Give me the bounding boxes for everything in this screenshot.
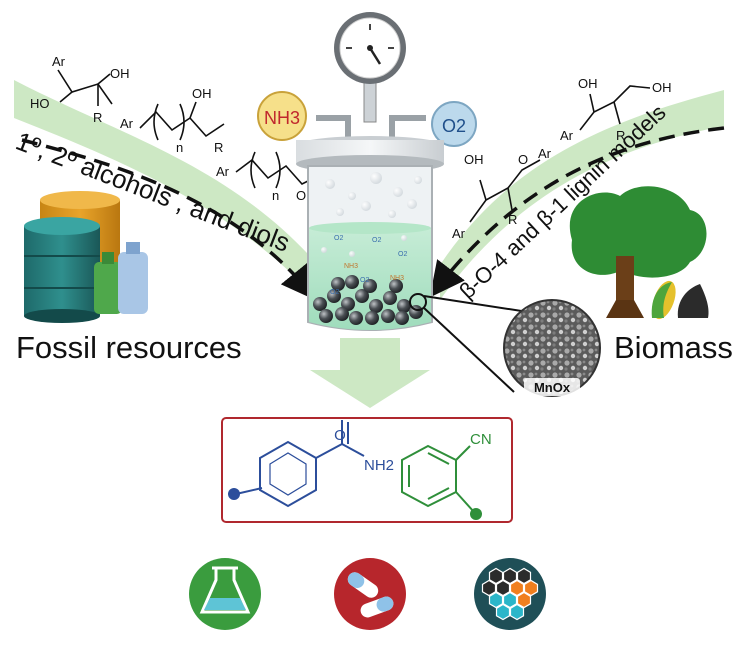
svg-text:n: n — [272, 188, 279, 203]
svg-text:Ar: Ar — [560, 128, 574, 143]
nitrile-cn: CN — [470, 431, 492, 448]
svg-text:R: R — [616, 128, 625, 143]
gas-inlet-pipes — [316, 115, 426, 142]
right-dashed-arrow — [429, 126, 725, 298]
pills-icon — [334, 558, 406, 630]
biomass-label: Biomass — [614, 330, 733, 365]
svg-text:Ar: Ar — [452, 226, 466, 241]
svg-text:OH: OH — [652, 80, 672, 95]
svg-text:HO: HO — [30, 96, 50, 111]
right-molecule-beta-o-4: OH Ar R O Ar — [452, 146, 552, 241]
svg-text:Ar: Ar — [538, 146, 552, 161]
reactor-bubbles — [321, 172, 422, 257]
svg-text:O2: O2 — [442, 116, 466, 136]
svg-text:R: R — [93, 110, 102, 125]
benzonitrile-structure — [401, 444, 475, 513]
reactor-gas-labels: O2 O2 NH3 O2 O2 NH3 O2 — [330, 235, 407, 296]
svg-text:O2: O2 — [360, 277, 369, 284]
reaction-down-arrow — [310, 338, 430, 408]
left-dashed-arrow — [21, 138, 317, 301]
svg-text:n: n — [176, 140, 183, 155]
svg-text:O2: O2 — [372, 237, 381, 244]
svg-text:NH3: NH3 — [344, 263, 358, 270]
svg-text:O2: O2 — [330, 289, 339, 296]
svg-text:O2: O2 — [398, 251, 407, 258]
svg-text:OH: OH — [578, 76, 598, 91]
svg-text:NH3: NH3 — [264, 108, 300, 128]
nitrile-substituent-dot — [470, 508, 482, 520]
svg-text:OH: OH — [192, 86, 212, 101]
svg-text:NH3: NH3 — [390, 275, 404, 282]
svg-text:Ar: Ar — [120, 116, 134, 131]
right-green-arc — [440, 90, 724, 300]
o2-badge: O2 — [431, 101, 477, 147]
amide-oxygen: O — [334, 427, 346, 444]
left-green-arc — [14, 80, 318, 300]
catalyst-particles — [313, 275, 423, 325]
benzamide-substituent-dot — [228, 488, 240, 500]
fossil-resources-icon — [24, 191, 148, 323]
amide-nh2: NH2 — [364, 457, 394, 474]
svg-text:O2: O2 — [334, 235, 343, 242]
material-hexagon-icon — [474, 558, 546, 630]
sem-zoom: MnOx — [409, 293, 601, 397]
pressure-gauge-icon — [334, 12, 406, 123]
benzamide-structure — [235, 420, 365, 508]
svg-text:OH: OH — [464, 152, 484, 167]
svg-text:OH: OH — [110, 66, 130, 81]
svg-text:Ar: Ar — [52, 54, 66, 69]
svg-text:Ar: Ar — [216, 164, 230, 179]
product-box — [221, 417, 513, 523]
biomass-icon — [569, 186, 709, 320]
flask-icon — [189, 558, 261, 630]
right-molecule-beta-1: Ar OH R OH — [560, 76, 672, 143]
left-molecule-secondary-alcohol: Ar OH n R — [120, 86, 225, 155]
svg-text:R: R — [508, 212, 517, 227]
svg-text:R: R — [214, 140, 223, 155]
svg-text:O: O — [518, 152, 528, 167]
fossil-resources-label: Fossil resources — [16, 330, 242, 365]
nh3-badge: NH3 — [257, 91, 307, 141]
left-molecule-diol: Ar HO OH R — [30, 54, 130, 125]
catalyst-label: MnOx — [534, 380, 571, 395]
